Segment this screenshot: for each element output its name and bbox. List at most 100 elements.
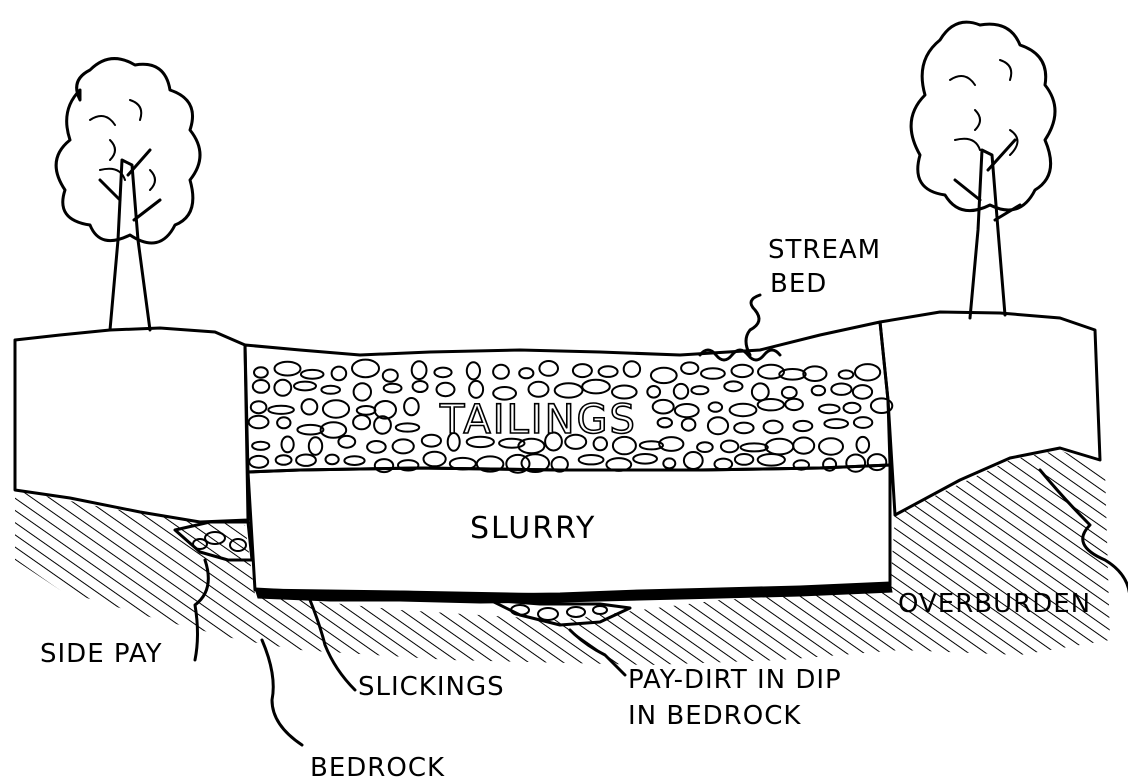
pebble xyxy=(354,383,371,400)
pebble xyxy=(831,384,851,395)
pebble xyxy=(681,362,698,374)
pebble xyxy=(812,386,825,396)
tree-right xyxy=(911,22,1055,318)
leader-bedrock xyxy=(262,640,302,745)
pebble xyxy=(724,381,742,391)
pebble xyxy=(741,443,768,451)
pebble xyxy=(732,365,753,377)
pay-dirt-label-line1: PAY-DIRT IN DIP xyxy=(628,665,842,695)
pebble xyxy=(412,361,427,379)
pebble xyxy=(276,455,292,465)
pebble xyxy=(422,435,441,447)
pebble xyxy=(839,370,854,378)
pebble xyxy=(555,383,583,397)
pebble xyxy=(274,380,291,396)
pebble xyxy=(467,362,480,379)
pebble xyxy=(684,452,703,469)
pebble xyxy=(785,399,803,410)
pebble xyxy=(758,454,785,466)
pebble xyxy=(297,425,323,435)
pebble xyxy=(735,454,753,465)
pebble xyxy=(819,405,840,414)
pebble xyxy=(302,399,318,414)
pebble xyxy=(653,400,674,414)
pebble xyxy=(697,442,713,452)
pebble xyxy=(321,386,340,394)
bedrock-region xyxy=(15,450,1110,665)
pebble xyxy=(624,361,640,377)
pebble xyxy=(658,418,672,427)
tree-left xyxy=(56,59,200,330)
pebble xyxy=(803,366,826,381)
pebble xyxy=(539,361,558,376)
pebble xyxy=(794,421,813,431)
pebble xyxy=(282,437,294,453)
pebble xyxy=(277,417,290,428)
pebble xyxy=(404,398,419,415)
pebble xyxy=(434,368,451,378)
stream-bed-label-line2: BED xyxy=(770,269,827,299)
pebble xyxy=(708,417,728,434)
overburden-label: OVERBURDEN xyxy=(898,589,1091,619)
pebble xyxy=(691,386,708,394)
pebble xyxy=(855,364,880,380)
stream-bed-water xyxy=(700,350,780,360)
pebble xyxy=(357,406,376,415)
pebble xyxy=(758,399,784,410)
side-pay-label: SIDE PAY xyxy=(40,639,163,669)
pebble xyxy=(599,366,618,377)
pebble xyxy=(344,456,364,465)
pebble xyxy=(730,404,757,416)
pebble xyxy=(323,400,349,417)
pebble xyxy=(251,401,267,413)
pay-dirt-label-line2: IN BEDROCK xyxy=(628,701,801,731)
pebble xyxy=(254,367,268,377)
pebble xyxy=(846,455,865,472)
pebble xyxy=(393,439,414,453)
pebble xyxy=(519,368,533,378)
pebble xyxy=(682,419,696,431)
overburden-left xyxy=(15,328,248,522)
pebble xyxy=(326,455,339,465)
pebble xyxy=(721,441,738,453)
pebble xyxy=(752,383,769,400)
slurry-label: SLURRY xyxy=(470,511,596,546)
tailings-label: TAILINGS xyxy=(439,397,637,443)
pebble xyxy=(338,436,355,448)
pebble xyxy=(383,370,398,382)
pebble xyxy=(579,455,604,464)
pebble xyxy=(633,454,657,464)
pebble xyxy=(793,438,814,454)
pebble xyxy=(651,368,677,383)
pebble xyxy=(663,458,675,468)
pebble xyxy=(296,455,316,466)
pebble xyxy=(275,362,301,376)
pebble xyxy=(493,365,509,379)
pebble xyxy=(332,367,347,381)
pebble xyxy=(868,454,887,470)
pebble xyxy=(582,380,610,394)
pebble xyxy=(252,442,269,450)
pebble xyxy=(413,381,428,392)
pebble xyxy=(853,385,872,399)
pebble xyxy=(249,416,269,429)
pebble xyxy=(424,452,446,467)
pebble xyxy=(764,421,783,434)
pebble xyxy=(301,370,324,379)
bedrock-label: BEDROCK xyxy=(310,753,445,783)
pebble xyxy=(294,382,316,391)
stream-bed-label-line1: STREAM xyxy=(768,235,881,265)
slickings-label: SLICKINGS xyxy=(358,672,505,702)
pebble xyxy=(321,422,347,438)
pebble xyxy=(854,417,872,428)
pebble xyxy=(396,423,419,431)
pebble xyxy=(819,438,843,454)
pebble xyxy=(674,384,688,399)
pebble xyxy=(844,403,861,413)
pebble xyxy=(253,380,269,393)
leader-stream-bed xyxy=(746,295,760,355)
pebble xyxy=(437,383,455,396)
pebble xyxy=(469,381,483,398)
pebble xyxy=(675,404,699,417)
